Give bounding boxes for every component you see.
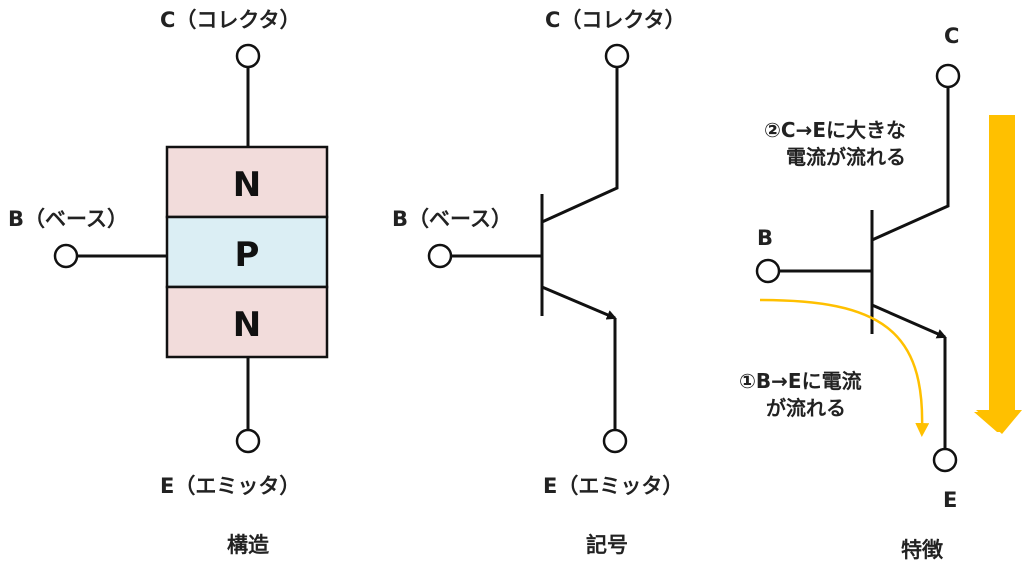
structure-caption: 構造 [227, 533, 270, 557]
symbol-base-label: B（ベース） [392, 207, 512, 231]
feature-base-label: B [757, 226, 773, 250]
collector-emitter-current-shaft [989, 115, 1015, 415]
structure-emitter-terminal [235, 428, 261, 454]
feature-collector-lead [871, 87, 950, 242]
feature-note1-line2: が流れる [766, 396, 846, 420]
feature-note2-line1: ②C→Eに大きな [764, 118, 906, 142]
structure-panel: C（コレクタ） N P N B（ベース） E（エミッタ） 構造 [8, 8, 329, 557]
structure-layer-label-middle: P [235, 235, 260, 275]
structure-collector-label: C（コレクタ） [160, 8, 301, 32]
symbol-emitter-terminal [602, 428, 628, 454]
symbol-emitter-label: E（エミッタ） [543, 474, 683, 498]
feature-base-terminal [755, 258, 781, 284]
feature-caption: 特徴 [901, 538, 944, 562]
structure-collector-terminal [235, 43, 261, 69]
feature-emitter-arrow [871, 303, 947, 339]
feature-panel: C B E ②C→Eに大きな 電流が流れる ①B→Eに電流 が流れる 特徴 [739, 24, 1022, 562]
structure-layer-label-top: N [233, 165, 261, 205]
feature-collector-terminal [935, 63, 961, 89]
symbol-collector-lead [541, 67, 619, 224]
symbol-panel: C（コレクタ） B（ベース） E（エミッタ） 記号 [392, 8, 686, 557]
structure-p-layer [165, 215, 329, 289]
feature-emitter-terminal [932, 447, 958, 473]
feature-note1-line1: ①B→Eに電流 [739, 369, 862, 393]
feature-note2-line2: 電流が流れる [786, 145, 906, 169]
base-emitter-current-curve [759, 298, 930, 437]
symbol-emitter-arrow [541, 285, 617, 320]
symbol-collector-label: C（コレクタ） [545, 8, 686, 32]
structure-layer-label-bottom: N [233, 305, 261, 345]
symbol-base-terminal [427, 243, 453, 269]
collector-emitter-current-arrowhead [976, 410, 1022, 434]
structure-base-label: B（ベース） [8, 207, 128, 231]
symbol-caption: 記号 [586, 533, 628, 557]
symbol-collector-terminal [604, 43, 630, 69]
structure-base-terminal [53, 243, 79, 269]
structure-emitter-label: E（エミッタ） [160, 474, 300, 498]
feature-collector-label: C [944, 24, 959, 48]
feature-emitter-label: E [943, 488, 957, 512]
